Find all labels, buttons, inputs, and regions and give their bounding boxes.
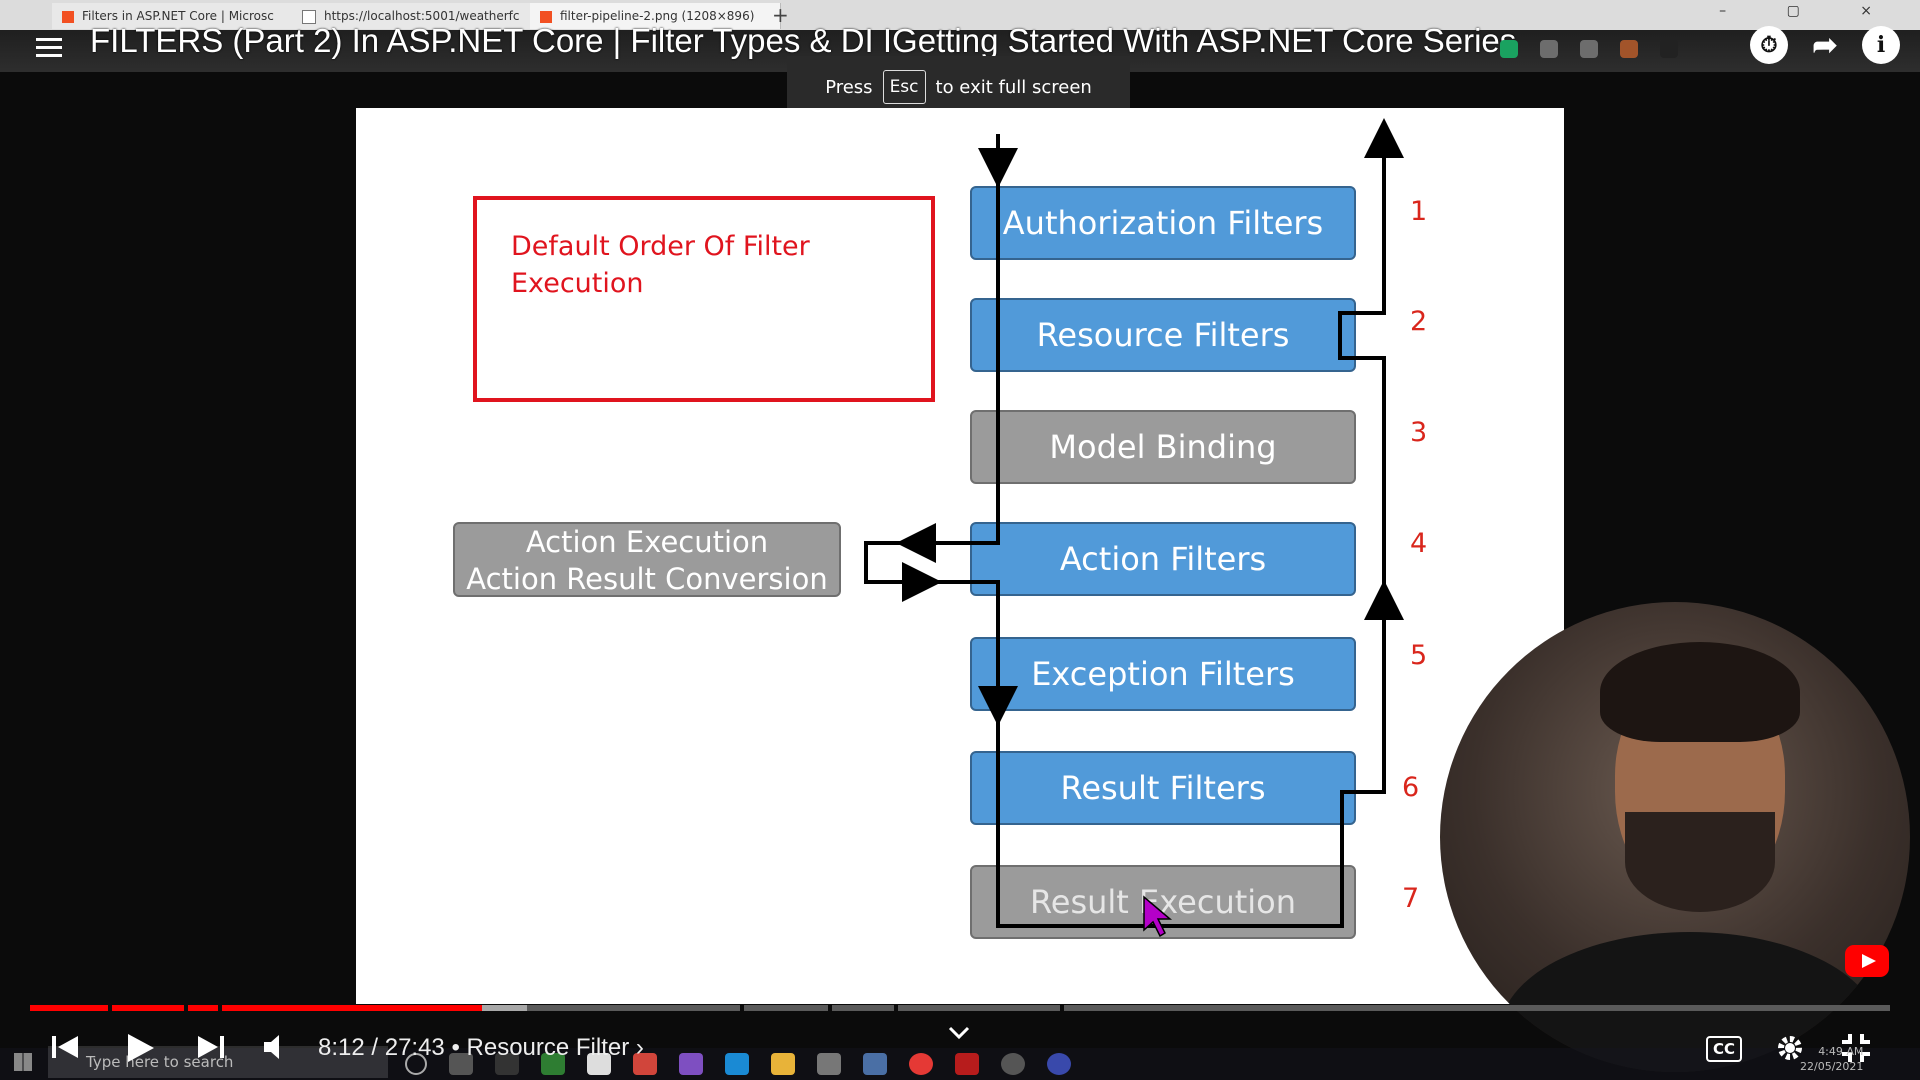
mouse-cursor-icon (1143, 895, 1173, 938)
next-icon[interactable] (196, 1032, 226, 1062)
windows-start-icon[interactable] (14, 1053, 32, 1071)
flow-arrows (864, 118, 1404, 938)
window-controls[interactable]: – ▢ × (1719, 3, 1900, 19)
note-text: Default Order Of Filter Execution (511, 231, 810, 299)
taskbar-clock: 4:49 AM 22/05/2021 (1800, 1044, 1863, 1074)
exit-fullscreen-icon[interactable] (1840, 1032, 1872, 1064)
model-binding-box: Model Binding (970, 410, 1356, 484)
terminal-icon[interactable] (495, 1053, 519, 1075)
browser-tab-filter-pipeline[interactable]: filter-pipeline-2.png (1208×896) (530, 3, 781, 29)
step-number-7: 7 (1402, 883, 1420, 914)
exception-filters-box: Exception Filters (970, 637, 1356, 711)
settings-icon[interactable] (1774, 1032, 1806, 1064)
notion-icon[interactable] (587, 1053, 611, 1075)
menu-icon[interactable] (36, 32, 66, 62)
top-right-controls: ⏱ ➦ i (1750, 26, 1900, 64)
presenter-beard (1625, 812, 1775, 912)
extension-icon[interactable] (1580, 40, 1598, 58)
progress-bar[interactable] (30, 1005, 1890, 1011)
new-tab-button[interactable]: + (772, 3, 789, 27)
tab-title: filter-pipeline-2.png (1208×896) (560, 9, 755, 23)
result-filters-box: Result Filters (970, 751, 1356, 825)
browser-tab-localhost[interactable]: https://localhost:5001/weatherfc (292, 3, 533, 29)
chapter-marker (108, 1005, 112, 1011)
action-filters-box: Action Filters (970, 522, 1356, 596)
toast-text-post: to exit full screen (935, 76, 1092, 98)
clock-time: 4:49 AM (1818, 1045, 1864, 1058)
visual-studio-icon[interactable] (679, 1053, 703, 1075)
action-execution-line2: Action Result Conversion (466, 562, 828, 596)
previous-icon[interactable] (50, 1032, 80, 1062)
step-number-2: 2 (1410, 306, 1428, 337)
cc-icon[interactable]: CC (1706, 1036, 1742, 1062)
browser-tab-filters-docs[interactable]: Filters in ASP.NET Core | Microsc (52, 3, 293, 29)
resource-filters-box: Resource Filters (970, 298, 1356, 372)
chapter-marker (828, 1005, 832, 1011)
file-explorer-icon[interactable] (771, 1053, 795, 1075)
app-icon[interactable] (1047, 1053, 1071, 1075)
microsoft-icon (540, 10, 552, 23)
step-number-1: 1 (1410, 196, 1428, 227)
page-icon (302, 9, 316, 24)
browser-extension-icons (1500, 40, 1678, 58)
vscode-icon[interactable] (725, 1053, 749, 1075)
step-number-3: 3 (1410, 417, 1428, 448)
chapter-marker (894, 1005, 898, 1011)
extension-icon[interactable] (1660, 40, 1678, 58)
presenter-hair (1600, 642, 1800, 742)
extension-icon[interactable] (1500, 40, 1518, 58)
note-box: Default Order Of Filter Execution (473, 196, 935, 402)
github-icon[interactable] (1001, 1053, 1025, 1075)
taskbar-apps (405, 1053, 1071, 1075)
youtube-subscribe-icon[interactable] (1845, 945, 1889, 977)
taskbar-search-input[interactable]: Type here to search (48, 1046, 388, 1078)
exit-fullscreen-toast: Press Esc to exit full screen (787, 56, 1130, 118)
cortana-icon[interactable] (405, 1053, 427, 1075)
step-number-4: 4 (1410, 528, 1428, 559)
extension-icon[interactable] (1540, 40, 1558, 58)
browser-tab-strip: Filters in ASP.NET Core | Microsc https:… (0, 0, 1920, 30)
chapter-marker (184, 1005, 188, 1011)
request-flow-line (864, 134, 1000, 602)
authorization-filters-box: Authorization Filters (970, 186, 1356, 260)
action-execution-box: Action Execution Action Result Conversio… (453, 522, 841, 597)
clock-date: 22/05/2021 (1800, 1060, 1864, 1073)
presenter-webcam (1440, 602, 1910, 1072)
toast-text-pre: Press (825, 76, 873, 98)
played-bar (30, 1005, 482, 1011)
chevron-down-icon[interactable] (948, 1026, 970, 1040)
share-icon[interactable]: ➦ (1812, 27, 1838, 63)
calculator-icon[interactable] (863, 1053, 887, 1075)
chapter-marker (218, 1005, 222, 1011)
result-flow-line (866, 140, 1386, 928)
info-icon[interactable]: i (1862, 26, 1900, 64)
chapter-marker (1060, 1005, 1064, 1011)
watch-later-icon[interactable]: ⏱ (1750, 26, 1788, 64)
tab-title: https://localhost:5001/weatherfc (324, 9, 520, 23)
redis-icon[interactable] (955, 1053, 979, 1075)
chrome-icon[interactable] (541, 1053, 565, 1075)
player-controls (0, 1020, 1920, 1080)
todoist-icon[interactable] (633, 1053, 657, 1075)
tab-title: Filters in ASP.NET Core | Microsc (82, 9, 274, 23)
action-execution-line1: Action Execution (525, 525, 769, 559)
recorder-icon[interactable] (909, 1053, 933, 1075)
task-view-icon[interactable] (449, 1053, 473, 1075)
video-title[interactable]: FILTERS (Part 2) In ASP.NET Core | Filte… (90, 22, 1517, 59)
step-number-5: 5 (1410, 640, 1428, 671)
lambda-icon[interactable] (817, 1053, 841, 1075)
microsoft-icon (62, 10, 74, 23)
volume-icon[interactable] (262, 1032, 294, 1062)
step-number-6: 6 (1402, 772, 1420, 803)
extension-icon[interactable] (1620, 40, 1638, 58)
play-icon[interactable] (124, 1032, 156, 1064)
esc-key: Esc (882, 70, 926, 104)
chapter-marker (740, 1005, 744, 1011)
time-display[interactable]: 8:12 / 27:43 • Resource Filter › (318, 1034, 644, 1061)
slide-filter-pipeline: Default Order Of Filter Execution Author… (356, 108, 1564, 1004)
